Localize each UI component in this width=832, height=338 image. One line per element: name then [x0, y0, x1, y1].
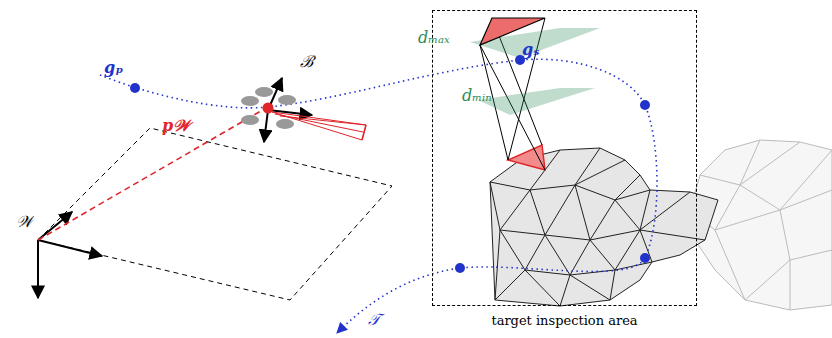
- math-symbol: p𝒲: [162, 118, 190, 134]
- math-symbol: dₘₐₓ: [418, 30, 450, 46]
- math-symbol: dₘᵢₙ: [462, 88, 492, 104]
- area-caption: target inspection area: [413, 313, 716, 328]
- inspection-area: target inspection area: [432, 10, 697, 306]
- math-symbol: ℬ: [300, 54, 313, 70]
- math-symbol: gₚ: [104, 60, 123, 76]
- math-symbol: 𝒲: [16, 214, 33, 230]
- math-symbol: gₛ: [522, 42, 540, 58]
- math-symbol: 𝒯: [368, 312, 380, 328]
